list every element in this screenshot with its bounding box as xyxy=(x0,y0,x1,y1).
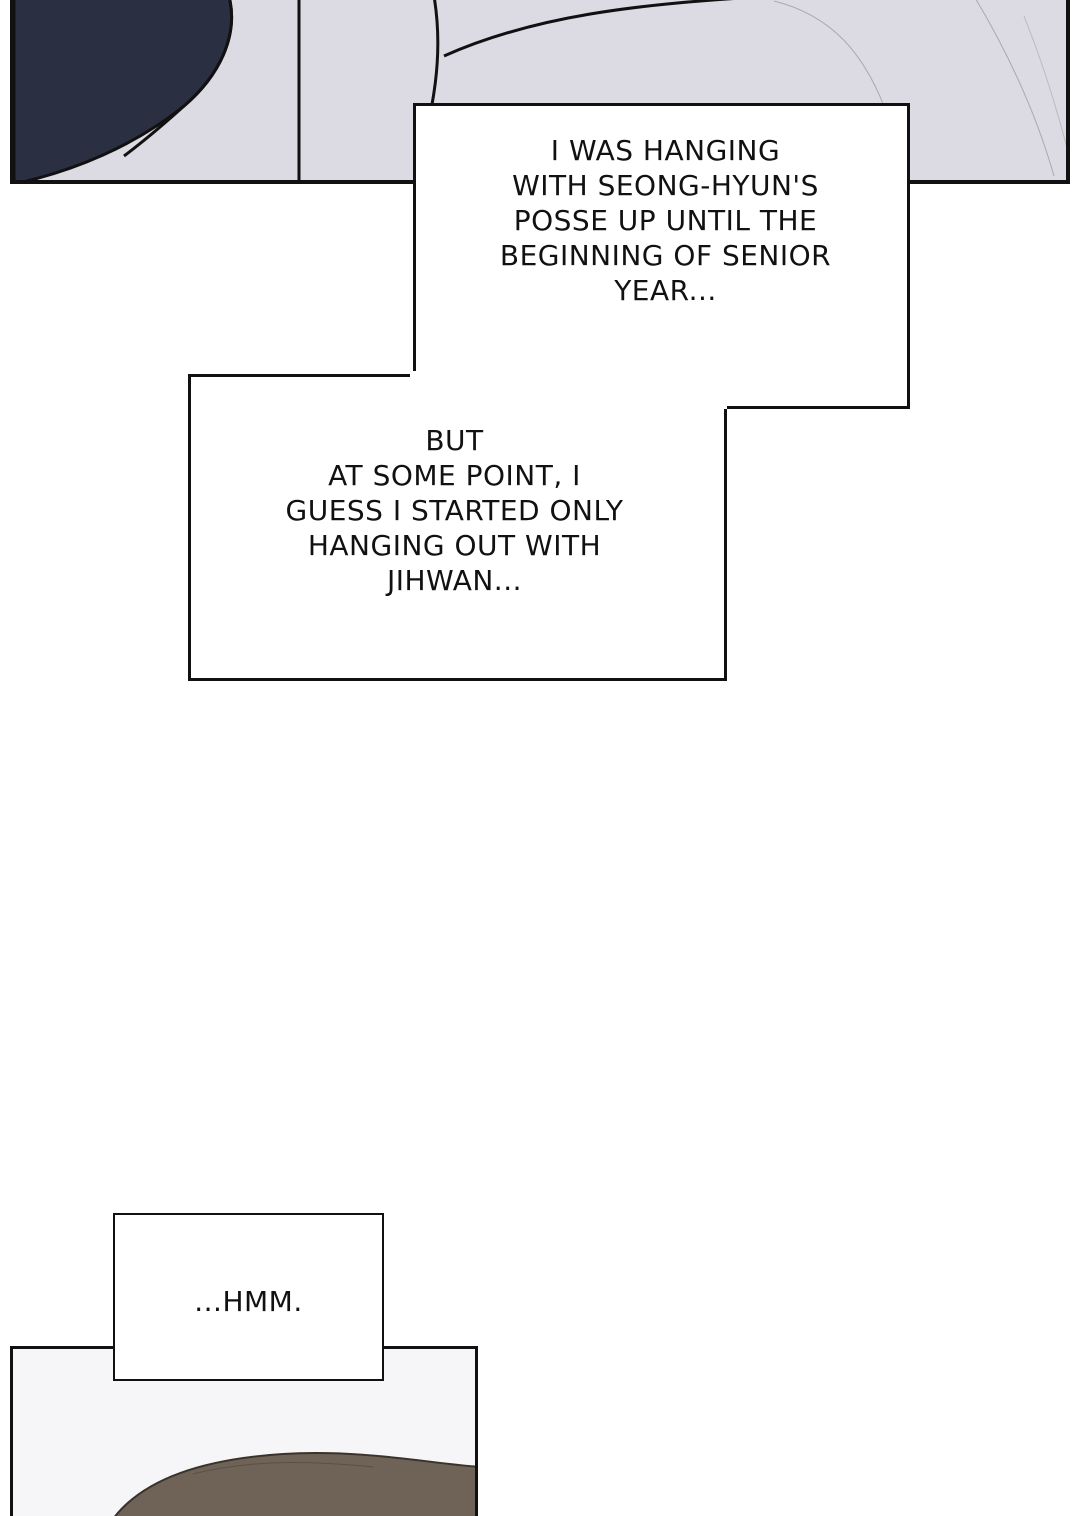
caption-box-3: ...HMM. xyxy=(113,1213,384,1381)
hair-strand-line xyxy=(192,1462,374,1475)
caption-joint-mask xyxy=(410,371,727,409)
caption-text-3: ...HMM. xyxy=(194,1284,303,1318)
shoulder-line xyxy=(443,0,734,58)
fold-line-1 xyxy=(773,0,885,107)
caption-text-2: BUT AT SOME POINT, I GUESS I STARTED ONL… xyxy=(285,424,624,597)
top-panel-artwork xyxy=(14,0,1066,180)
caption-text-1: I WAS HANGING WITH SEONG-HYUN'S POSSE UP… xyxy=(499,133,832,307)
caption-box-1: I WAS HANGING WITH SEONG-HYUN'S POSSE UP… xyxy=(413,103,910,409)
fold-line-2 xyxy=(975,0,1055,177)
caption-box-2: BUT AT SOME POINT, I GUESS I STARTED ONL… xyxy=(188,374,727,681)
fold-line-3 xyxy=(1023,15,1066,147)
hair-outline xyxy=(123,0,234,158)
